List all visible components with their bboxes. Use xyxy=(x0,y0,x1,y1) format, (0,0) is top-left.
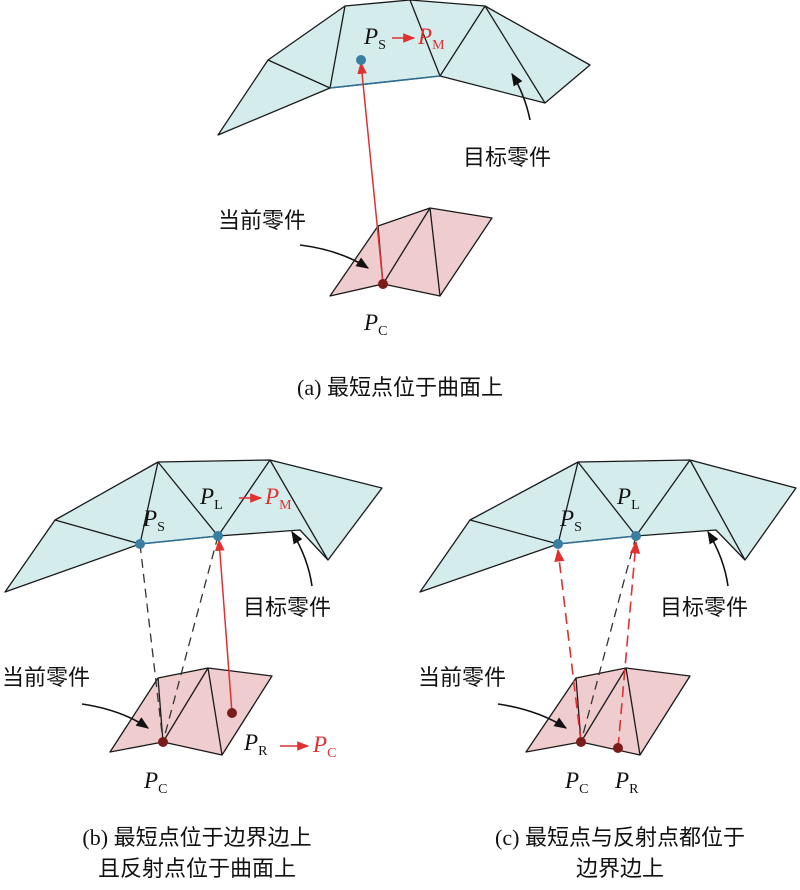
label-pm-b: PM xyxy=(264,484,292,513)
point-pl-b xyxy=(213,531,223,541)
ray-pc-ps-c xyxy=(554,548,582,743)
pointer-current-a xyxy=(299,244,370,269)
point-pl-c xyxy=(631,531,641,541)
target-mesh-a xyxy=(217,0,591,136)
label-ps-a: PS xyxy=(363,24,386,53)
panel-b: PS PL PM 目标零件 当前零件 PR PC PC (b) 最短点位于边界边… xyxy=(2,459,383,881)
panel-a: PS PM 目标零件 当前零件 PC (a) 最短点位于曲面上 xyxy=(217,0,591,400)
pointer-target-b xyxy=(291,530,313,587)
pointer-current-c xyxy=(497,703,568,729)
dash-ps-pc-b xyxy=(139,543,164,743)
caption-b-line2: 且反射点位于曲面上 xyxy=(98,856,296,881)
target-label-c: 目标零件 xyxy=(660,595,748,620)
target-mesh-b xyxy=(4,459,383,593)
ray-pr-pl-b xyxy=(215,538,233,714)
caption-b-line1: (b) 最短点位于边界边上 xyxy=(82,825,311,850)
current-label-c: 当前零件 xyxy=(418,665,506,690)
label-pr-b: PR xyxy=(243,730,268,759)
target-mesh-c xyxy=(419,459,797,593)
current-mesh-c xyxy=(525,667,691,756)
ray-pc-ps-a xyxy=(357,61,384,285)
label-pl-c: PL xyxy=(616,484,640,513)
point-ps-b xyxy=(135,539,145,549)
label-pm-a: PM xyxy=(417,24,445,53)
point-pc-a xyxy=(378,279,388,289)
label-pc-c: PC xyxy=(564,768,588,797)
label-pc-a: PC xyxy=(363,310,387,339)
label-pl-b: PL xyxy=(199,484,223,513)
current-mesh-a xyxy=(329,207,493,297)
dash-pl-pc-c xyxy=(580,535,637,743)
pointer-target-c xyxy=(707,530,729,587)
target-label-a: 目标零件 xyxy=(463,145,551,170)
point-pc-b xyxy=(158,737,168,747)
label-pr-c: PR xyxy=(614,768,639,797)
current-label-b: 当前零件 xyxy=(2,665,90,690)
pointer-target-a xyxy=(511,72,531,121)
label-ps-c: PS xyxy=(559,506,582,535)
label-ps-b: PS xyxy=(142,506,165,535)
current-label-a: 当前零件 xyxy=(218,208,306,233)
point-ps-c xyxy=(553,539,563,549)
point-pr-c xyxy=(613,743,623,753)
dash-pl-pc-b xyxy=(162,535,219,743)
ray-pr-pl-c xyxy=(617,540,641,749)
target-label-b: 目标零件 xyxy=(243,595,331,620)
label-pc-b: PC xyxy=(143,768,167,797)
pointer-current-b xyxy=(81,703,150,729)
caption-c-line2: 边界边上 xyxy=(576,856,664,881)
point-ps-a xyxy=(356,55,366,65)
point-pc-c xyxy=(576,737,586,747)
caption-c-line1: (c) 最短点与反射点都位于 xyxy=(495,825,745,850)
caption-a: (a) 最短点位于曲面上 xyxy=(297,375,503,400)
panel-c: PS PL 目标零件 当前零件 PC PR (c) 最短点与反射点都位于 边界边… xyxy=(418,459,797,881)
label-pc-red-b: PC xyxy=(312,732,336,761)
point-pr-b xyxy=(227,708,237,718)
